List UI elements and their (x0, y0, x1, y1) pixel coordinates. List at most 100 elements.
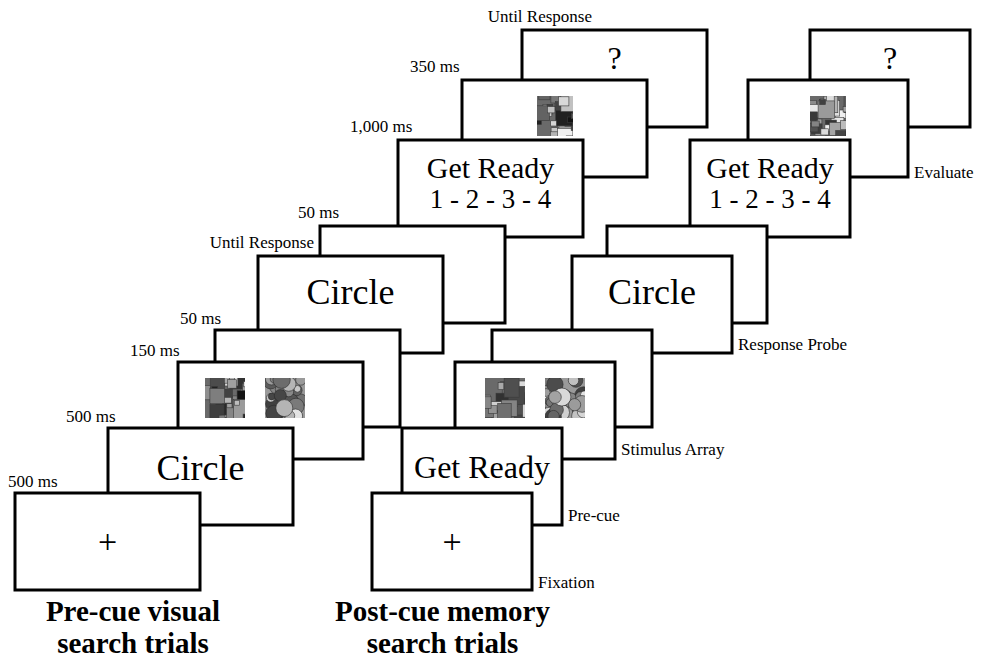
screen-text: Get Ready (706, 152, 833, 184)
screen-frame (492, 330, 652, 427)
timing-label: Stimulus Array (621, 441, 724, 459)
stimulus-circle (273, 378, 290, 388)
stimulus-square (844, 96, 846, 113)
stimulus-image (485, 378, 525, 418)
trial-screen: Circle (108, 428, 293, 525)
stimulus-square (820, 99, 826, 104)
stimulus-circle (266, 394, 275, 403)
timing-label: Until Response (210, 234, 314, 252)
timing-label: Evaluate (914, 164, 973, 182)
trial-screen: + (372, 493, 532, 590)
label-text: Stimulus Array (621, 441, 724, 459)
stimulus-square (504, 378, 519, 397)
label-text: 50 ms (180, 310, 221, 328)
stimulus-square (558, 128, 573, 136)
title-text: Post-cue memory search trials (300, 595, 585, 659)
stimulus-square (559, 97, 569, 106)
stimulus-circle (569, 378, 583, 387)
stimulus-image (265, 378, 305, 418)
timing-label: Fixation (538, 574, 595, 592)
timing-label: 350 ms (410, 58, 460, 76)
stimulus-image (810, 96, 846, 136)
screen-frame (607, 226, 767, 323)
screen-text: Get Ready (427, 152, 554, 184)
label-text: 1,000 ms (350, 118, 412, 136)
label-text: Until Response (488, 8, 592, 26)
timing-label: Response Probe (738, 336, 847, 354)
stimulus-square (210, 388, 225, 403)
trial-screen: Get Ready1 - 2 - 3 - 4 (398, 140, 583, 237)
trial-screen: Get Ready1 - 2 - 3 - 4 (690, 140, 850, 237)
title-text: Pre-cue visual search trials (8, 595, 258, 659)
screen-text: ? (883, 40, 897, 76)
stimulus-square (228, 380, 237, 389)
stimulus-circle (549, 391, 562, 404)
stimulus-square (523, 404, 525, 417)
stimulus-square (210, 405, 224, 418)
screen-text: Get Ready (414, 448, 550, 486)
stimulus-square (498, 403, 512, 418)
screen-text: 1 - 2 - 3 - 4 (709, 184, 830, 214)
stimulus-circle (548, 410, 559, 418)
stimulus-square (498, 383, 504, 390)
label-text: 150 ms (130, 342, 180, 360)
screen-text: + (442, 523, 461, 561)
label-text: 500 ms (66, 408, 116, 426)
timing-label: 500 ms (8, 473, 58, 491)
label-text: Response Probe (738, 336, 847, 354)
panel-title: Pre-cue visual search trials (8, 595, 258, 659)
screen-text: + (98, 523, 117, 561)
stimulus-square (551, 121, 557, 126)
timing-label: 500 ms (66, 408, 116, 426)
timing-label: Until Response (488, 8, 592, 26)
stimulus-square (485, 397, 491, 409)
timing-label: 50 ms (180, 310, 221, 328)
stimulus-square (234, 400, 245, 418)
stimulus-square (539, 96, 550, 100)
stimulus-square (566, 136, 573, 137)
trial-screen: ? (810, 30, 970, 127)
screen-frame (372, 493, 532, 590)
label-text: 50 ms (298, 204, 339, 222)
label-text: Until Response (210, 234, 314, 252)
timing-label: 150 ms (130, 342, 180, 360)
stimulus-square (818, 136, 834, 137)
stimulus-image (545, 378, 585, 418)
trial-screen: Circle (258, 256, 443, 353)
screen-text: 1 - 2 - 3 - 4 (430, 184, 551, 214)
screen-text: Circle (157, 448, 245, 488)
trial-screen: Get Ready (402, 428, 562, 525)
stimulus-square (810, 112, 818, 121)
stimulus-square (219, 415, 225, 418)
timing-label: 1,000 ms (350, 118, 412, 136)
screen-text: Circle (608, 272, 696, 312)
stimulus-circle (276, 400, 293, 417)
stimulus-square (821, 129, 829, 135)
label-text: 500 ms (8, 473, 58, 491)
stimulus-square (224, 389, 233, 397)
panel-title: Post-cue memory search trials (300, 595, 585, 659)
trial-screen: ? (522, 30, 707, 127)
timing-label: 50 ms (298, 204, 339, 222)
stimulus-square (812, 121, 820, 127)
stimulus-square (840, 121, 846, 130)
stimulus-square (234, 401, 239, 406)
screen-frame (15, 493, 200, 590)
label-text: 350 ms (410, 58, 460, 76)
stimulus-square (836, 131, 846, 137)
label-text: Pre-cue (568, 507, 620, 525)
stimulus-circle (296, 378, 305, 385)
trial-screen: Circle (572, 256, 732, 353)
stimulus-circle (568, 378, 578, 386)
timing-label: Pre-cue (568, 507, 620, 525)
stimulus-square (571, 113, 573, 118)
label-text: Fixation (538, 574, 595, 592)
trial-screen: + (15, 493, 200, 590)
stimulus-square (843, 107, 846, 113)
stimulus-image (205, 378, 245, 418)
screen-text: Circle (307, 272, 395, 312)
stimulus-square (548, 107, 555, 113)
stimulus-square (244, 382, 245, 387)
